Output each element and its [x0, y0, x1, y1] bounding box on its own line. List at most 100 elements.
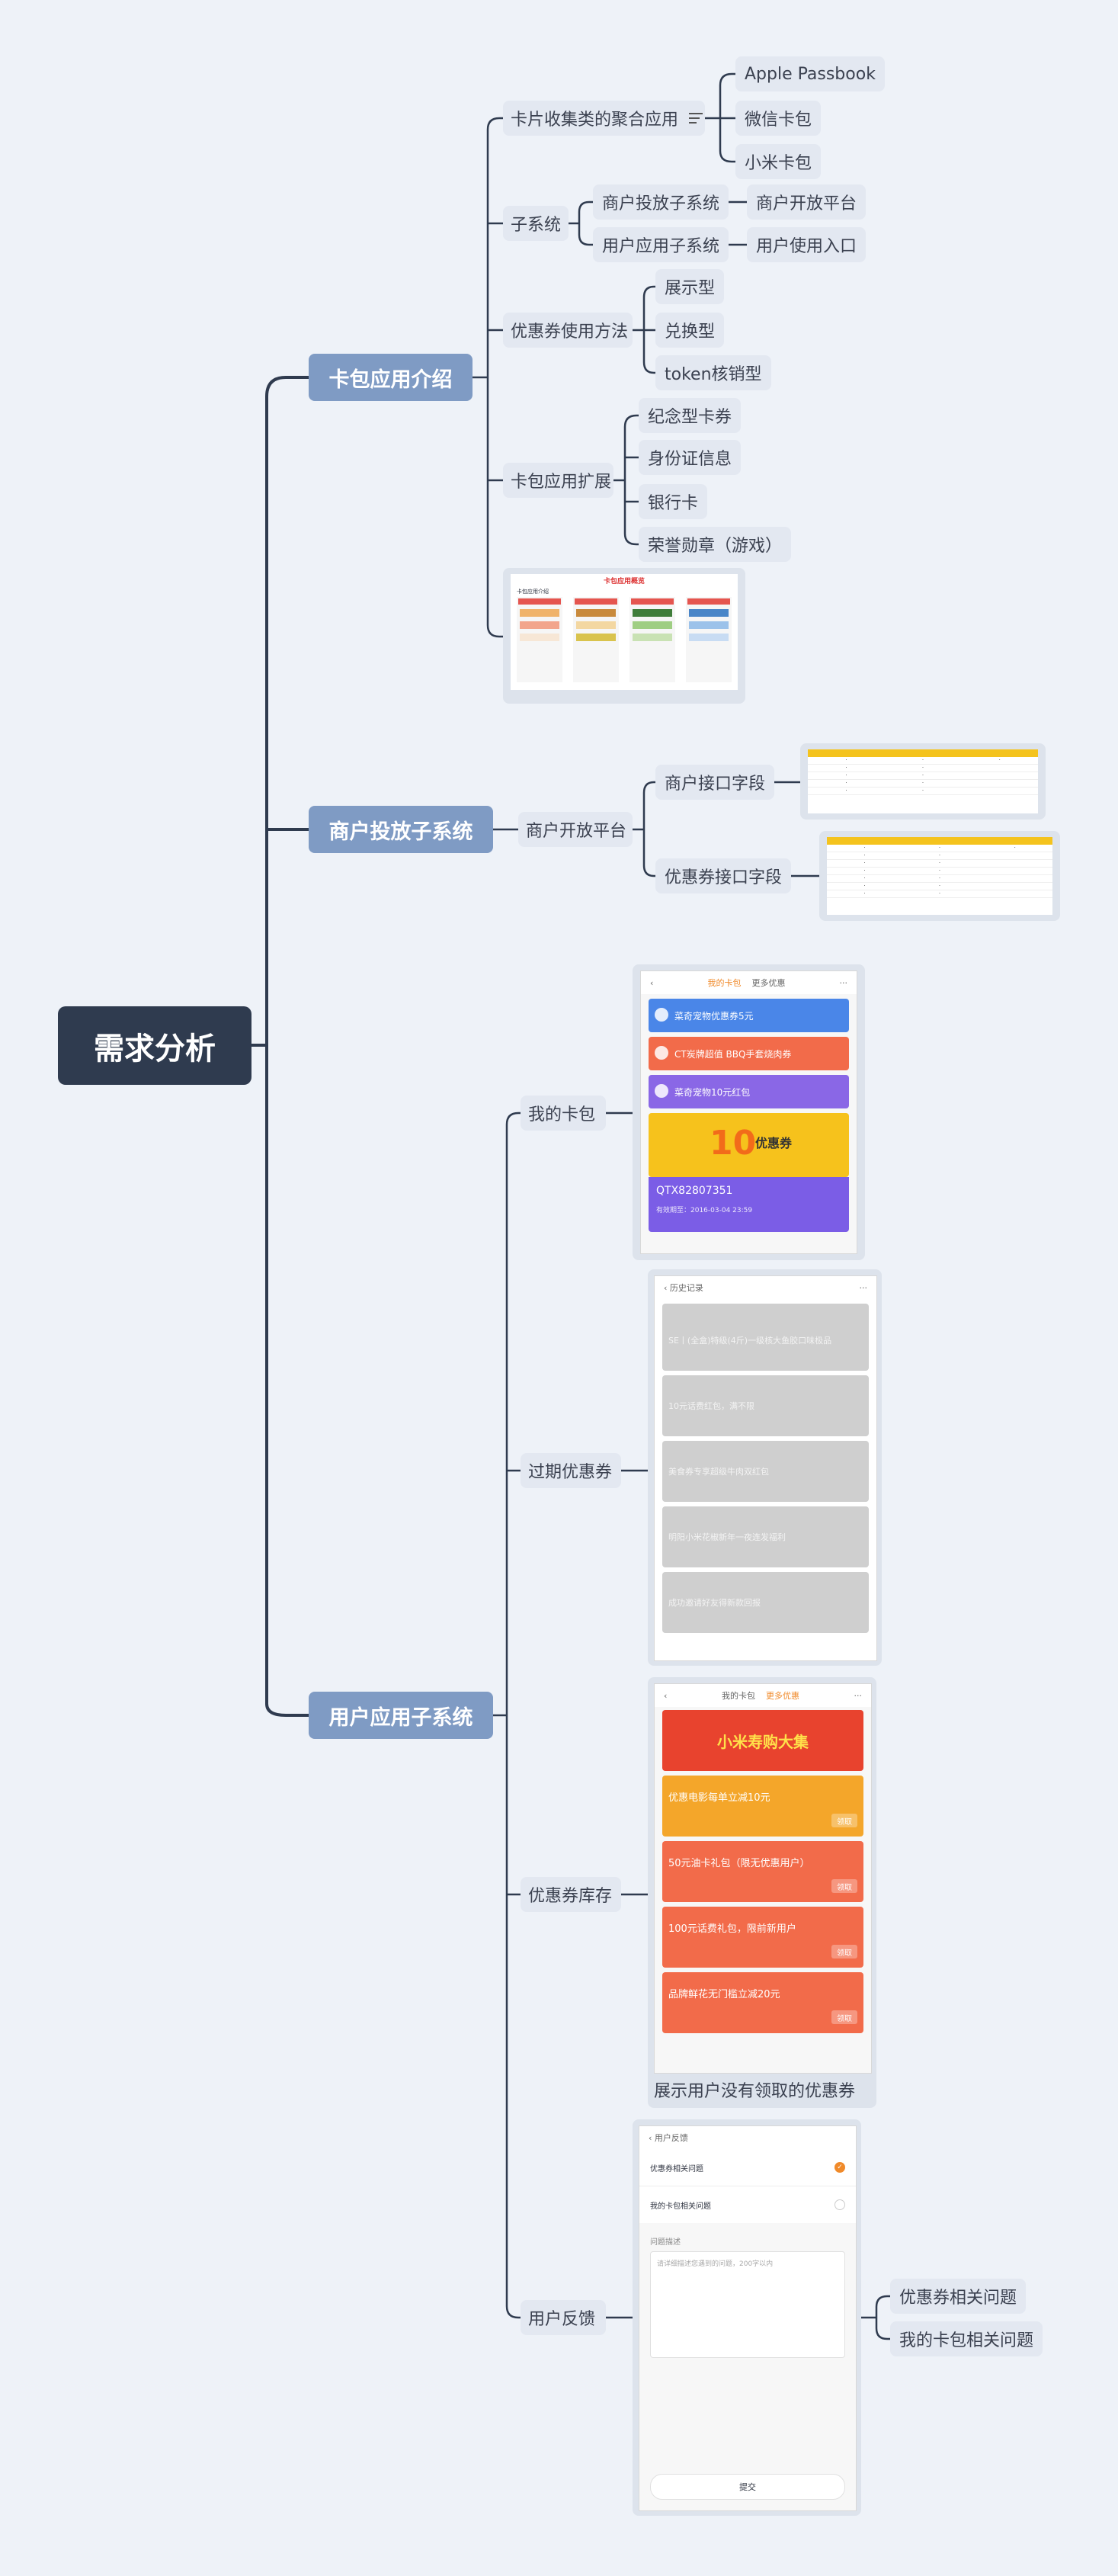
history-item-3[interactable]: 美食券专享超级牛肉双红包: [662, 1441, 869, 1502]
history-header: ‹ 历史记录 ···: [655, 1276, 876, 1299]
leaf-mi-wallet[interactable]: 小米卡包: [735, 144, 822, 179]
wallet-card-1-label: 菜奇宠物优惠券5元: [674, 1010, 754, 1022]
branch-card-app-intro[interactable]: 卡包应用介绍: [309, 354, 473, 401]
feedback-screen: ‹ 用户反馈 优惠券相关问题 ✓ 我的卡包相关问题 问题描述 请详细描述您遇到的…: [639, 2125, 857, 2511]
claim-button[interactable]: 领取: [831, 2010, 857, 2024]
feedback-header: ‹ 用户反馈: [639, 2126, 856, 2149]
history-title: 历史记录: [669, 1283, 703, 1293]
wallet-card-1[interactable]: 菜奇宠物优惠券5元: [649, 999, 849, 1032]
leaf-memorial-card[interactable]: 纪念型卡券: [639, 398, 742, 433]
root-node[interactable]: 需求分析: [58, 1006, 251, 1085]
coupon-expiry: 有效期至：2016-03-04 23:59: [656, 1207, 753, 1214]
claim-button[interactable]: 领取: [831, 1814, 857, 1827]
history-item-4[interactable]: 明阳小米花椒新年一夜连发福利: [662, 1506, 869, 1567]
feedback-title: 用户反馈: [654, 2133, 688, 2143]
stock-coupon-4-label: 品牌鲜花无门槛立减20元: [668, 1989, 780, 2000]
feedback-option-wallet[interactable]: 我的卡包相关问题: [639, 2186, 856, 2223]
submit-button[interactable]: 提交: [650, 2474, 845, 2500]
history-screen-frame[interactable]: ‹ 历史记录 ··· SE丨(全盒)特级(4斤)一级核大鱼胶口味极品 10元话费…: [648, 1269, 882, 1666]
overview-image-frame[interactable]: 卡包应用概览 卡包应用介绍: [503, 568, 745, 704]
coupon-code: QTX82807351: [656, 1185, 733, 1197]
topic-coupon-stock[interactable]: 优惠券库存: [521, 1877, 621, 1912]
history-item-3-label: 美食券专享超级牛肉双红包: [668, 1467, 769, 1477]
leaf-user-subsystem[interactable]: 用户应用子系统: [593, 227, 729, 262]
coupon-table-image: ··· ·· ·· ·· ·· ·· ··: [827, 837, 1052, 915]
leaf-apple-passbook[interactable]: Apple Passbook: [735, 56, 885, 91]
leaf-wechat-wallet[interactable]: 微信卡包: [735, 101, 822, 136]
feedback-textarea[interactable]: 请详细描述您遇到的问题，200字以内: [650, 2251, 845, 2358]
feedback-option-wallet-label: 我的卡包相关问题: [650, 2202, 711, 2211]
stock-coupon-1[interactable]: 优惠电影每单立减10元领取: [662, 1776, 863, 1837]
history-item-1[interactable]: SE丨(全盒)特级(4斤)一级核大鱼胶口味极品: [662, 1304, 869, 1371]
stock-coupon-3[interactable]: 100元话费礼包，限前新用户领取: [662, 1907, 863, 1968]
branch-user-subsystem[interactable]: 用户应用子系统: [309, 1692, 493, 1739]
back-icon[interactable]: ‹: [664, 1690, 668, 1701]
coupon-code-panel: QTX82807351 有效期至：2016-03-04 23:59: [649, 1177, 849, 1232]
stock-coupon-2[interactable]: 50元油卡礼包（限无优惠用户）领取: [662, 1841, 863, 1902]
coupon-label: 优惠券: [755, 1136, 793, 1150]
history-item-4-label: 明阳小米花椒新年一夜连发福利: [668, 1532, 786, 1542]
leaf-exchange-type[interactable]: 兑换型: [655, 313, 725, 348]
feedback-desc-label: 问题描述: [650, 2238, 681, 2247]
coupon-banner[interactable]: 10 优惠券: [649, 1113, 849, 1177]
feedback-option-coupon[interactable]: 优惠券相关问题 ✓: [639, 2149, 856, 2186]
stock-screen-frame[interactable]: ‹ 我的卡包 更多优惠 ··· 小米寿购大集 优惠电影每单立减10元领取 50元…: [648, 1677, 876, 2108]
leaf-token-type[interactable]: token核销型: [655, 355, 771, 390]
leaf-coupon-api-fields[interactable]: 优惠券接口字段: [655, 858, 792, 893]
topic-expired-coupons[interactable]: 过期优惠券: [521, 1453, 621, 1488]
leaf-id-info[interactable]: 身份证信息: [639, 440, 742, 475]
more-icon[interactable]: ···: [839, 977, 848, 988]
leaf-user-entry[interactable]: 用户使用入口: [747, 227, 867, 262]
coupon-table-frame[interactable]: ··· ·· ·· ·· ·· ·· ··: [819, 831, 1060, 921]
radio-checked-icon[interactable]: ✓: [834, 2162, 845, 2173]
brand-icon: [655, 1084, 668, 1098]
leaf-feedback-wallet[interactable]: 我的卡包相关问题: [890, 2321, 1043, 2356]
back-icon[interactable]: ‹: [650, 977, 654, 988]
wallet-card-3[interactable]: 菜奇宠物10元红包: [649, 1075, 849, 1108]
merchant-table-frame[interactable]: ··· ·· ·· ·· ··: [800, 743, 1046, 820]
topic-aggregation-apps[interactable]: 卡片收集类的聚合应用: [503, 101, 705, 136]
topic-coupon-usage[interactable]: 优惠券使用方法: [503, 313, 633, 348]
wallet-screen-frame[interactable]: ‹ 我的卡包 更多优惠 ··· 菜奇宠物优惠券5元 CT炭牌超值 BBQ手套烧肉…: [633, 964, 865, 1260]
tab-my-wallet[interactable]: 我的卡包: [721, 1691, 755, 1701]
leaf-honor-badge[interactable]: 荣誉勋章（游戏）: [639, 527, 792, 562]
stock-header: ‹ 我的卡包 更多优惠 ···: [655, 1684, 871, 1707]
radio-unchecked-icon[interactable]: [834, 2199, 845, 2210]
topic-merchant-open-platform[interactable]: 商户开放平台: [518, 812, 633, 847]
tab-my-wallet[interactable]: 我的卡包: [707, 978, 742, 988]
wallet-card-2-label: CT炭牌超值 BBQ手套烧肉券: [674, 1048, 792, 1060]
brand-icon: [655, 1008, 668, 1022]
history-item-5[interactable]: 成功邀请好友得新款回报: [662, 1572, 869, 1633]
brand-icon: [655, 1046, 668, 1060]
topic-app-extensions[interactable]: 卡包应用扩展: [503, 463, 613, 498]
back-icon[interactable]: ‹: [664, 1283, 668, 1293]
wallet-card-2[interactable]: CT炭牌超值 BBQ手套烧肉券: [649, 1037, 849, 1070]
more-icon[interactable]: ···: [859, 1282, 868, 1293]
leaf-merchant-subsystem[interactable]: 商户投放子系统: [593, 184, 729, 220]
topic-subsystems[interactable]: 子系统: [503, 206, 569, 241]
stock-coupon-4[interactable]: 品牌鲜花无门槛立减20元领取: [662, 1972, 863, 2033]
back-icon[interactable]: ‹: [649, 2132, 652, 2143]
overview-subtitle: 卡包应用介绍: [517, 589, 549, 595]
wallet-card-3-label: 菜奇宠物10元红包: [674, 1086, 751, 1098]
tab-more-offers[interactable]: 更多优惠: [751, 978, 786, 988]
history-item-2[interactable]: 10元话费红包，满不限: [662, 1375, 869, 1436]
tab-more-offers[interactable]: 更多优惠: [765, 1691, 799, 1701]
leaf-feedback-coupon[interactable]: 优惠券相关问题: [890, 2279, 1027, 2314]
leaf-merchant-api-fields[interactable]: 商户接口字段: [655, 765, 775, 800]
feedback-screen-frame[interactable]: ‹ 用户反馈 优惠券相关问题 ✓ 我的卡包相关问题 问题描述 请详细描述您遇到的…: [633, 2119, 861, 2516]
stock-coupon-1-label: 优惠电影每单立减10元: [668, 1792, 770, 1804]
overview-title: 卡包应用概览: [603, 578, 645, 585]
topic-my-wallet[interactable]: 我的卡包: [521, 1096, 606, 1131]
branch-merchant-subsystem[interactable]: 商户投放子系统: [309, 806, 493, 853]
claim-button[interactable]: 领取: [831, 1945, 857, 1958]
topic-user-feedback[interactable]: 用户反馈: [521, 2300, 606, 2335]
stock-banner[interactable]: 小米寿购大集: [662, 1710, 863, 1771]
leaf-bank-card[interactable]: 银行卡: [639, 484, 708, 519]
leaf-merchant-open-platform[interactable]: 商户开放平台: [747, 184, 867, 220]
notes-icon: [689, 113, 703, 124]
claim-button[interactable]: 领取: [831, 1879, 857, 1893]
leaf-display-type[interactable]: 展示型: [655, 269, 725, 304]
more-icon[interactable]: ···: [854, 1690, 863, 1701]
